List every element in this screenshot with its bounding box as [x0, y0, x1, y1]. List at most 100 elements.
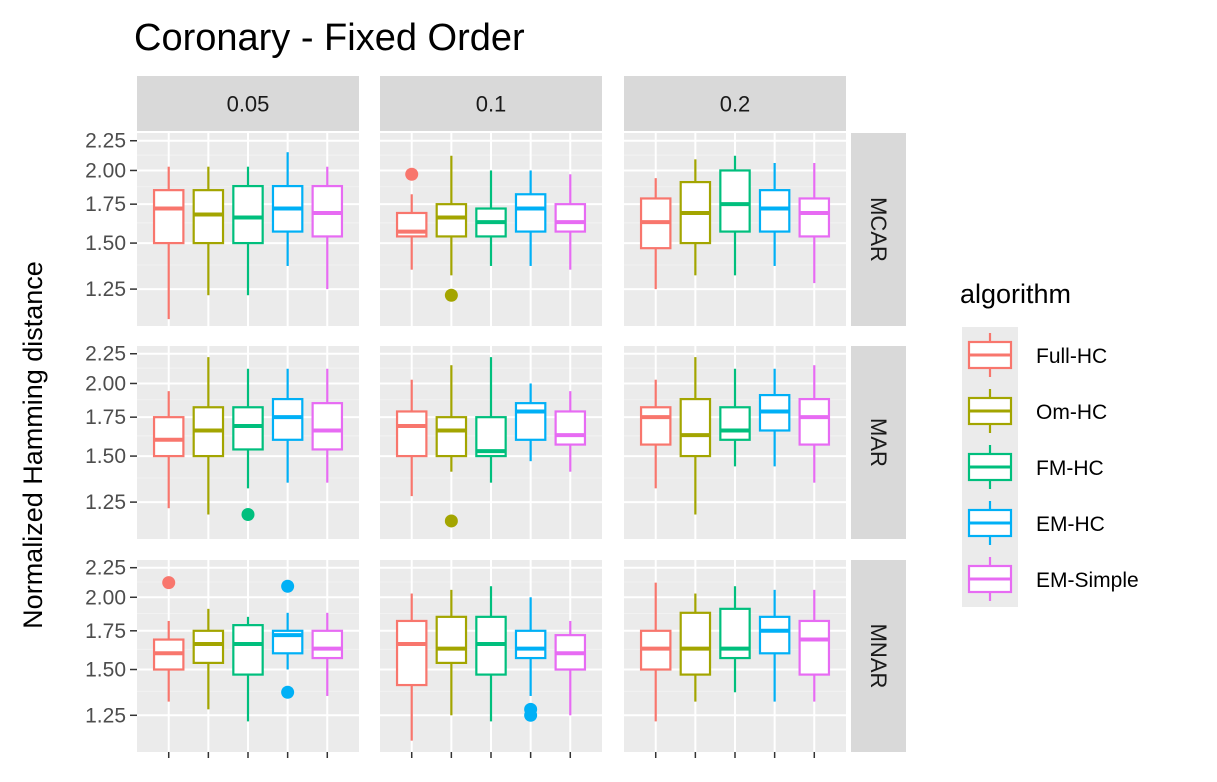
- boxplot-full-hc: [395, 379, 428, 497]
- panel: [380, 346, 602, 539]
- boxplot-full-hc: [639, 178, 672, 290]
- y-tick-label: 1.50: [85, 232, 126, 255]
- column-strip: [380, 76, 602, 131]
- chart-title: Coronary - Fixed Order: [134, 17, 525, 59]
- legend-label: FM-HC: [1036, 457, 1104, 480]
- boxplot-em-hc: [758, 163, 791, 266]
- y-tick-label: 1.75: [85, 193, 126, 216]
- legend-label: Om-HC: [1036, 401, 1107, 424]
- boxplot-om-hc: [435, 155, 468, 302]
- panel: [137, 560, 359, 752]
- boxplot-om-hc: [435, 365, 468, 528]
- box: [514, 402, 547, 441]
- outlier-point: [241, 508, 255, 522]
- box: [639, 406, 672, 446]
- boxplot-em-hc: [271, 152, 304, 266]
- boxplot-fm-hc: [475, 586, 507, 722]
- y-tick-label: 1.25: [85, 704, 126, 727]
- row-strip: [851, 133, 906, 326]
- legend-label: EM-Simple: [1036, 569, 1139, 592]
- legend-label: Full-HC: [1036, 345, 1107, 368]
- box: [679, 611, 712, 676]
- outlier-point: [281, 685, 295, 699]
- boxplot-em-simple: [311, 368, 344, 483]
- box: [798, 619, 831, 676]
- box: [554, 410, 587, 446]
- boxplot-om-hc: [192, 608, 225, 710]
- legend-item-em-hc: EM-HC: [962, 495, 1105, 551]
- column-strip-label: 0.2: [720, 92, 751, 117]
- boxplot-em-simple: [798, 163, 831, 284]
- boxplot-full-hc: [639, 582, 672, 722]
- boxplot-em-simple: [798, 589, 831, 702]
- y-tick-label: 2.00: [85, 159, 126, 182]
- y-axis-title: Normalized Hamming distance: [18, 261, 48, 629]
- outlier-point: [281, 579, 295, 593]
- y-tick-label: 2.25: [85, 557, 126, 580]
- boxplot-em-hc: [271, 368, 304, 483]
- column-strip-label: 0.05: [227, 92, 270, 117]
- box: [152, 189, 185, 245]
- box: [152, 416, 185, 458]
- box: [758, 189, 791, 233]
- y-tick-label: 2.25: [85, 130, 126, 153]
- box: [719, 607, 751, 660]
- boxplot-fm-hc: [475, 170, 507, 266]
- boxplot-fm-hc: [232, 166, 264, 296]
- row-strip-label: MCAR: [866, 197, 891, 262]
- boxplot-om-hc: [435, 589, 468, 716]
- box: [311, 629, 344, 660]
- boxplot-em-hc: [758, 589, 791, 702]
- panel: [137, 346, 359, 539]
- boxplot-em-simple: [311, 612, 344, 696]
- outlier-point: [405, 167, 419, 181]
- box: [798, 197, 831, 238]
- box: [232, 624, 264, 676]
- panel: [137, 133, 359, 326]
- boxplot-full-hc: [395, 167, 428, 270]
- legend-label: EM-HC: [1036, 513, 1105, 536]
- legend-item-om-hc: Om-HC: [962, 383, 1107, 439]
- y-tick-label: 1.75: [85, 406, 126, 429]
- row-strip: [851, 560, 906, 752]
- box: [271, 397, 304, 441]
- boxplot-full-hc: [152, 576, 185, 702]
- panel: [380, 560, 602, 752]
- box: [719, 169, 751, 233]
- boxplot-full-hc: [152, 391, 185, 509]
- boxplot-full-hc: [639, 379, 672, 489]
- boxplot-om-hc: [679, 593, 712, 702]
- boxplot-fm-hc: [232, 616, 264, 722]
- boxplot-em-simple: [554, 174, 587, 270]
- row-strip-label: MNAR: [866, 624, 891, 689]
- boxplot-em-hc: [271, 579, 304, 699]
- y-tick-label: 2.00: [85, 586, 126, 609]
- y-tick-label: 1.50: [85, 445, 126, 468]
- boxplot-om-hc: [192, 166, 225, 296]
- y-tick-label: 1.75: [85, 620, 126, 643]
- boxplot-om-hc: [679, 159, 712, 276]
- box: [311, 402, 344, 451]
- box: [395, 410, 428, 458]
- y-tick-label: 1.25: [85, 491, 126, 514]
- panel: [624, 560, 846, 752]
- boxplot-fm-hc: [719, 155, 751, 276]
- box: [435, 203, 468, 238]
- box: [679, 397, 712, 458]
- outlier-point: [444, 288, 458, 302]
- boxplot-em-simple: [798, 365, 831, 483]
- box: [554, 203, 587, 233]
- panel: [380, 133, 602, 326]
- outlier-point: [162, 576, 176, 590]
- boxplot-full-hc: [395, 593, 428, 741]
- panel: [624, 346, 846, 539]
- row-strip-label: MAR: [866, 418, 891, 467]
- legend-item-full-hc: Full-HC: [962, 327, 1107, 383]
- box: [232, 406, 264, 451]
- box: [758, 615, 791, 655]
- box: [514, 629, 547, 660]
- boxplot-fm-hc: [232, 368, 264, 522]
